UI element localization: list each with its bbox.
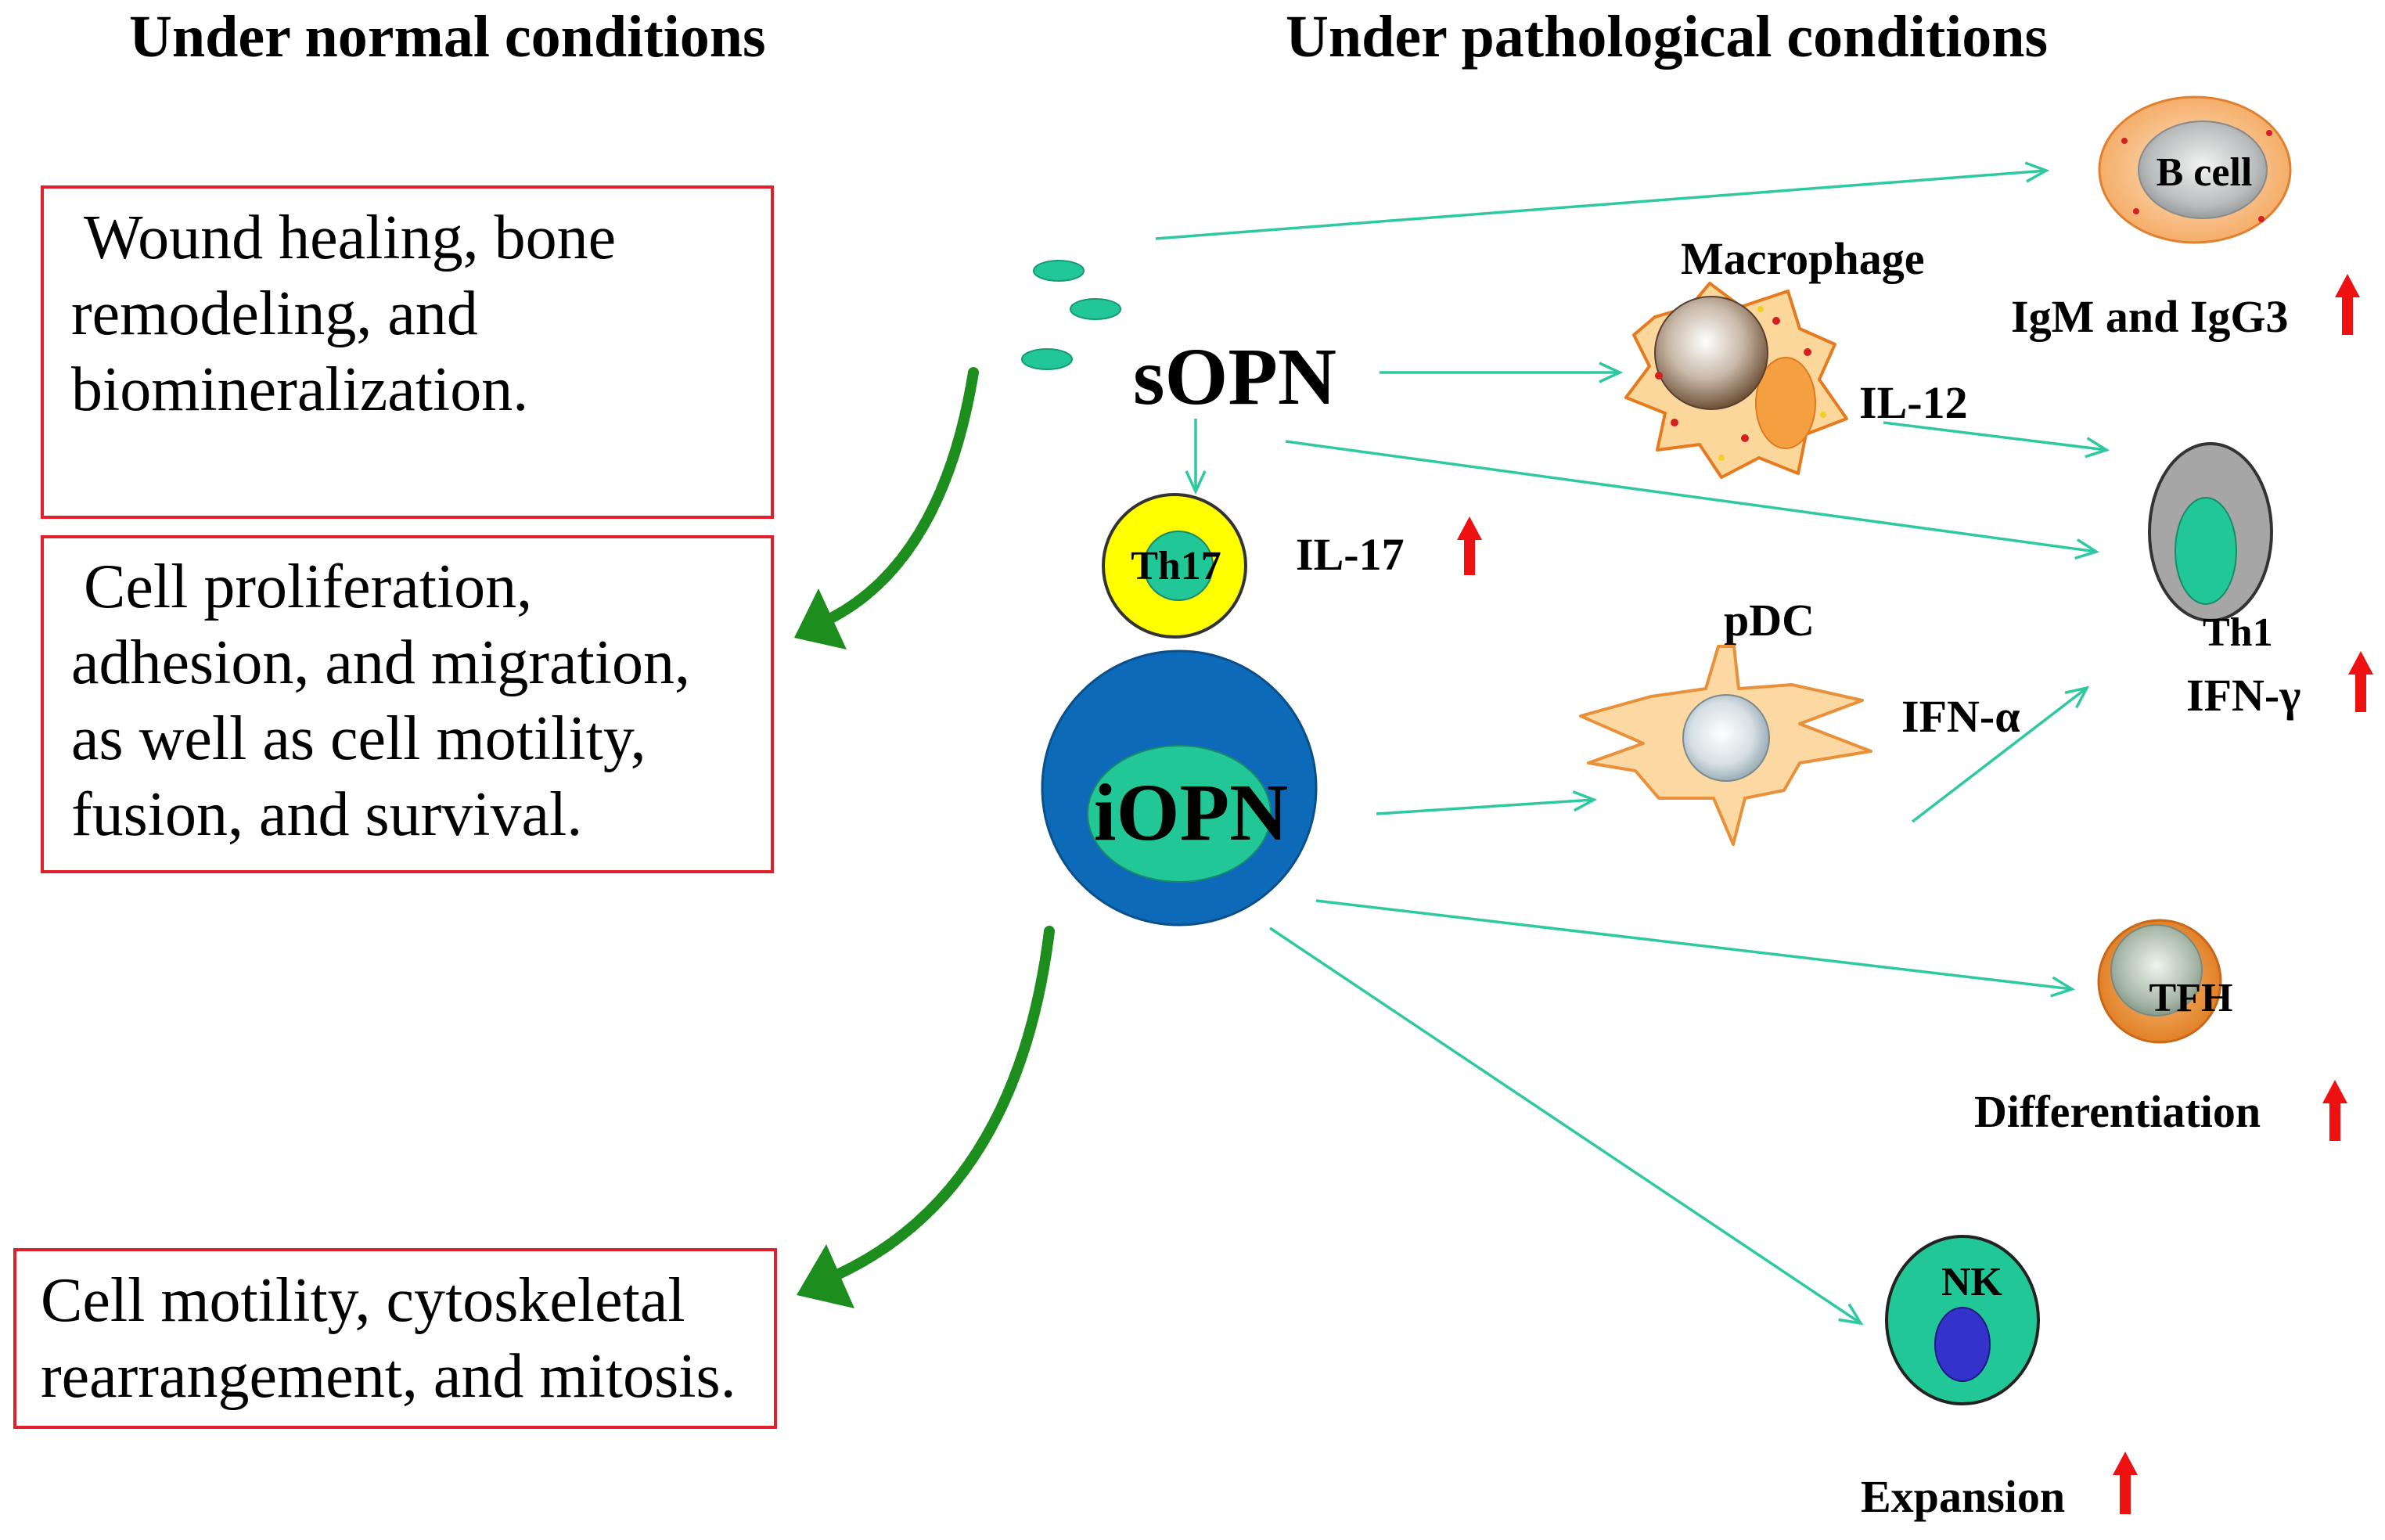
macrophage-label: Macrophage: [1681, 233, 1924, 284]
normal-box-1-line-3: biomineralization.: [71, 355, 528, 424]
arrow-il12-to-th1: [1883, 421, 2106, 450]
b-cell-granule: [2121, 138, 2128, 144]
green-arrow-shaft: [833, 926, 1055, 1279]
expansion-label: Expansion: [1861, 1471, 2065, 1522]
arrow-iopn-to-pdc: [1376, 800, 1594, 815]
increase-arrow-icon: [1457, 516, 1482, 575]
tfh-label: TFH: [2149, 976, 2233, 1020]
normal-box-1: Wound healing, bone remodeling, and biom…: [41, 185, 774, 519]
ifn-gamma-label: IFN-γ: [2186, 670, 2300, 721]
ifn-alpha-label: IFN-α: [1901, 691, 2020, 742]
b-cell-granule: [2258, 216, 2264, 222]
arrow-pdc-to-th1: [1911, 688, 2087, 823]
normal-box-2-line-4: fusion, and survival.: [71, 780, 582, 849]
tfh-cell-nucleus: [2110, 924, 2203, 1016]
th1-cell: [2148, 442, 2273, 622]
iopn-cell: iOPN: [1041, 649, 1318, 927]
sopn-molecules: [1021, 260, 1121, 370]
normal-box-3-line-1: Cell motility, cytoskeletal: [41, 1266, 685, 1335]
nk-label: NK: [1941, 1260, 2003, 1304]
normal-box-2-line-3: as well as cell motility,: [71, 704, 646, 773]
nk-cell: NK: [1885, 1235, 2040, 1405]
green-arrow-shaft: [826, 367, 979, 624]
normal-box-3-line-2: rearrangement, and mitosis.: [41, 1342, 736, 1411]
macrophage-cell: [1624, 282, 1848, 479]
th1-cell-nucleus: [2175, 497, 2237, 605]
antibodies-label: IgM and IgG3: [2011, 291, 2289, 342]
normal-box-2-line-1: Cell proliferation,: [84, 552, 532, 621]
tfh-cell: TFH: [2097, 919, 2233, 1044]
macrophage-granule: [1655, 372, 1663, 380]
iopn-label: iOPN: [1094, 768, 1288, 858]
macrophage-granule: [1772, 317, 1780, 325]
arrow-iopn-to-nk: [1269, 927, 1861, 1323]
green-arrow-iopn-to-box-3: [797, 926, 1055, 1308]
pdc-nucleus: [1682, 694, 1770, 782]
il12-label: IL-12: [1859, 377, 1968, 428]
macrophage-granule: [1741, 434, 1749, 442]
normal-box-1-line-2: remodeling, and: [71, 279, 478, 348]
sopn-molecule-icon: [1070, 298, 1121, 320]
th1-label: Th1: [2203, 610, 2273, 655]
normal-box-2-line-2: adhesion, and migration,: [71, 628, 690, 697]
heading-pathological: Under pathological conditions: [1286, 4, 2048, 70]
arrow-sopn-to-bcell: [1155, 171, 2046, 240]
il17-label: IL-17: [1296, 529, 1405, 580]
th17-cell: Th17: [1102, 493, 1247, 639]
nk-cell-nucleus: [1934, 1307, 1991, 1382]
macrophage-granule: [1804, 348, 1811, 356]
pdc-label: pDC: [1724, 595, 1815, 646]
b-cell-label: B cell: [2157, 150, 2253, 195]
normal-box-3-border: [13, 1248, 777, 1429]
normal-box-2: Cell proliferation, adhesion, and migrat…: [41, 535, 774, 873]
arrow-sopn-to-th1: [1285, 440, 2096, 552]
macrophage-granule: [1757, 306, 1764, 312]
heading-normal: Under normal conditions: [129, 4, 766, 70]
macrophage-granule: [1671, 419, 1678, 426]
sopn-label: sOPN: [1133, 332, 1336, 422]
sopn-molecule-icon: [1033, 260, 1085, 282]
normal-box-3: Cell motility, cytoskeletal rearrangemen…: [13, 1248, 777, 1429]
increase-arrow-icon: [2348, 651, 2373, 712]
iopn-nucleus: [1087, 745, 1272, 883]
green-arrow-sopn-to-box-2: [794, 367, 979, 649]
normal-box-2-border: [41, 535, 774, 873]
macrophage-granule: [1718, 455, 1725, 461]
b-cell-nucleus: [2138, 121, 2268, 219]
th17-cell-nucleus: [1143, 531, 1214, 601]
differentiation-label: Differentiation: [1974, 1086, 2261, 1137]
arrow-iopn-to-tfh: [1315, 899, 2072, 989]
sopn-molecule-icon: [1021, 348, 1073, 370]
increase-arrow-icon: [2335, 274, 2360, 335]
b-cell-granule: [2133, 208, 2139, 214]
increase-arrow-icon: [2322, 1080, 2347, 1141]
macrophage-organelle: [1755, 357, 1816, 449]
b-cell-granule: [2266, 130, 2272, 136]
normal-box-1-border: [41, 185, 774, 519]
b-cell: B cell: [2098, 95, 2292, 244]
macrophage-granule: [1820, 412, 1826, 418]
teal-arrows: [1155, 171, 2106, 1323]
green-arrow-head-icon: [797, 1244, 854, 1308]
pdc-cell: [1579, 645, 1872, 846]
macrophage-nucleus: [1654, 296, 1768, 410]
th17-label: Th17: [1131, 544, 1221, 588]
normal-box-1-line-1: Wound healing, bone: [84, 203, 616, 272]
green-arrow-head-icon: [794, 588, 847, 649]
increase-arrow-icon: [2113, 1452, 2138, 1514]
